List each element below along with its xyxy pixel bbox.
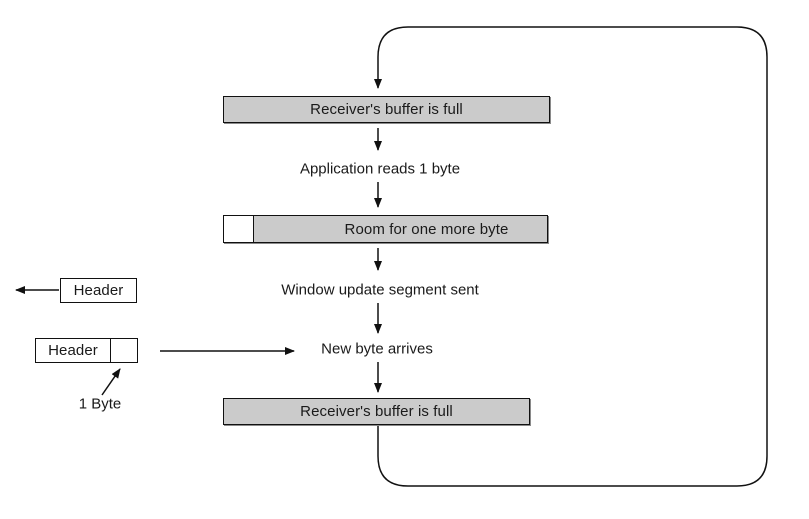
- room-box: Room for one more byte: [223, 215, 548, 243]
- buffer-full-bottom-box: Receiver's buffer is full: [223, 398, 530, 425]
- room-free-cell: [224, 216, 254, 242]
- header-incoming-label: Header: [36, 339, 111, 362]
- one-byte-callout-arrow: [101, 368, 121, 396]
- header-outgoing-label: Header: [73, 282, 124, 299]
- buffer-full-bottom-label: Receiver's buffer is full: [300, 403, 453, 420]
- new-byte-label: New byte arrives: [321, 340, 433, 358]
- room-box-label: Room for one more byte: [344, 220, 509, 238]
- one-byte-cell: [111, 339, 137, 362]
- loop-arrow: [374, 26, 768, 487]
- header-incoming-inner: Header: [36, 339, 137, 362]
- one-byte-label: 1 Byte: [78, 395, 122, 413]
- room-box-inner: Room for one more byte: [224, 216, 547, 242]
- buffer-full-top-label: Receiver's buffer is full: [310, 101, 463, 118]
- buffer-full-top-box: Receiver's buffer is full: [223, 96, 550, 123]
- header-outgoing-box: Header: [60, 278, 137, 303]
- window-update-label: Window update segment sent: [281, 281, 479, 299]
- app-reads-label: Application reads 1 byte: [299, 160, 461, 178]
- header-incoming-box: Header: [35, 338, 138, 363]
